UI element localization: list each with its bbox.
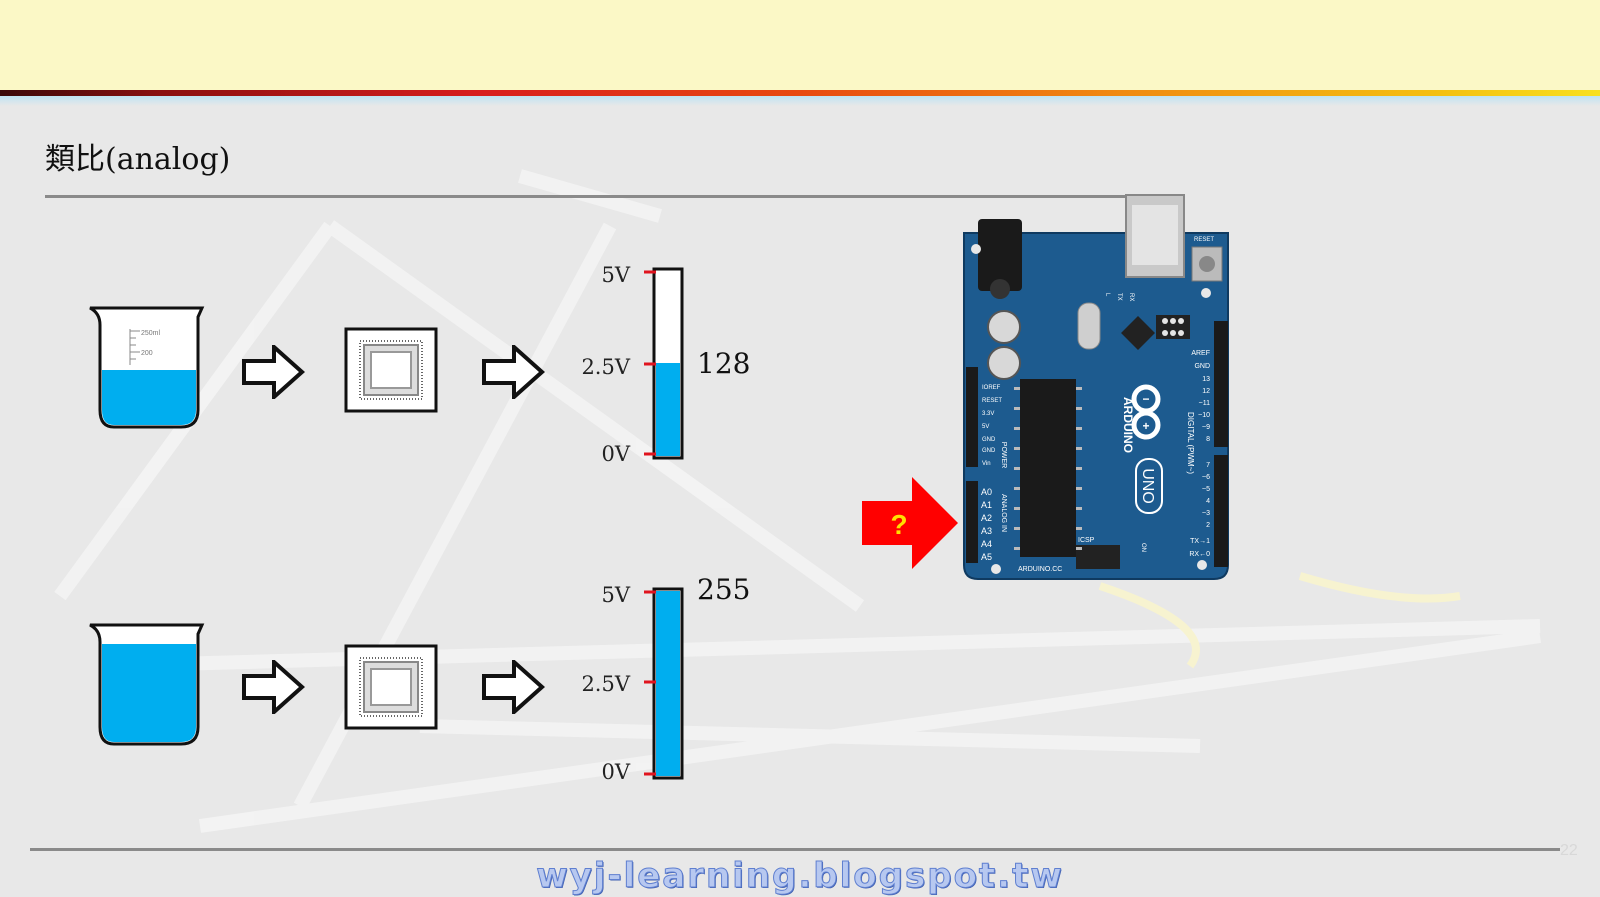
tick-label-5v: 5V [601,263,630,287]
header-color-stripe [0,90,1600,96]
arrow-right-icon [242,345,306,399]
voltage-meter [644,587,684,780]
header-blue-stripe [0,96,1600,106]
chip-icon [344,644,438,730]
pin-label: IOREF [982,385,1001,391]
digital-value: 128 [697,347,751,380]
board-analog-label: ANALOG IN [1000,494,1007,532]
voltage-meter [644,267,684,460]
pin-label: AREF [1191,350,1210,357]
pin-label: RESET [982,398,1002,404]
digital-pin-label: ~6 [1202,474,1210,481]
digital-pin-label: TX→1 [1190,538,1210,545]
analog-pin-label: A2 [981,513,992,523]
meter-fill [656,363,680,456]
digital-pin-label: 12 [1202,388,1210,395]
question-arrow-icon: ? [862,477,958,569]
digital-pin-label: ~5 [1202,486,1210,493]
tick-label-2-5v: 2.5V [581,355,630,379]
digital-pin-label: 4 [1206,498,1210,505]
digital-pin-label: RX←0 [1189,551,1210,558]
digital-value: 255 [697,573,751,606]
pin-label: GND [1194,363,1210,370]
analog-pin-label: A3 [981,526,992,536]
board-tx-label: TX [1116,293,1122,301]
digital-pin-label: ~9 [1202,424,1210,431]
analog-pin-label: A1 [981,500,992,510]
board-l-label: L [1104,293,1110,297]
board-reset-label: RESET [1194,237,1214,243]
digital-pin-label: ~3 [1202,510,1210,517]
board-icsp-label: ICSP [1078,537,1095,544]
pin-label: GND [982,448,996,454]
arrow-right-icon [242,660,306,714]
pin-label: Vin [982,461,991,467]
board-brand: ARDUINO [1121,397,1135,453]
footer-divider [30,848,1560,851]
board-on-label: ON [1140,543,1146,552]
digital-pin-label: 8 [1206,436,1210,443]
background-sketch [54,169,1541,833]
digital-pin-label: ~10 [1198,412,1210,419]
svg-text:+: + [1142,419,1149,433]
beaker-icon [89,623,205,746]
beaker-mark-250: 250ml [141,330,161,337]
analog-pin-label: A5 [981,552,992,562]
tick-label-5v: 5V [601,583,630,607]
title-divider [45,195,1125,198]
digital-pin-label: 7 [1206,462,1210,469]
board-site: ARDUINO.CC [1018,566,1062,573]
board-model: UNO [1139,468,1156,504]
arrow-right-icon [482,660,546,714]
digital-pin-label: ~11 [1199,400,1210,407]
slide-title: 類比(analog) [45,142,231,177]
question-mark: ? [890,509,907,540]
pin-label: GND [982,437,996,443]
board-power-label: POWER [1000,442,1007,468]
board-digital-label: DIGITAL (PWM~) [1186,412,1195,474]
analog-pin-label: A4 [981,539,992,549]
tick-label-2-5v: 2.5V [581,672,630,696]
beaker-mark-200: 200 [141,350,153,357]
chip-icon [344,327,438,413]
digital-pin-label: 13 [1202,376,1210,383]
beaker-icon: 250ml 200 [89,306,205,429]
page-number: 22 [1560,842,1578,859]
header-band [0,0,1600,90]
arduino-uno-board-icon: RESET ICSP − + UNO ARDUINO DIGITAL (PWM~… [963,194,1229,580]
pin-label: 5V [982,424,989,430]
analog-pin-label: A0 [981,487,992,497]
arrow-right-icon [482,345,546,399]
meter-fill [656,591,680,776]
footer-watermark: wyj-learning.blogspot.tw [536,856,1064,897]
tick-label-0v: 0V [601,442,630,466]
board-rx-label: RX [1128,293,1134,301]
tick-label-0v: 0V [601,760,630,784]
digital-pin-label: 2 [1206,522,1210,529]
pin-label: 3.3V [982,411,994,417]
svg-text:−: − [1142,392,1149,406]
